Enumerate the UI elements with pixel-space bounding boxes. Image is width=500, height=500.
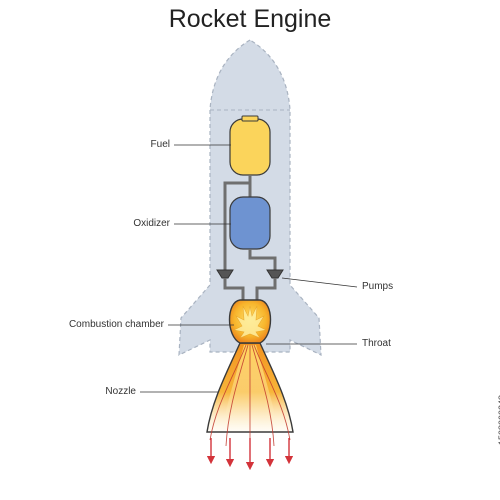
oxidizer-line bbox=[248, 249, 277, 270]
diagram-title: Rocket Engine bbox=[168, 5, 332, 33]
leader-pumps-a bbox=[281, 277, 358, 288]
label-oxidizer: Oxidizer bbox=[133, 218, 170, 229]
feed-lines bbox=[223, 278, 277, 300]
label-fuel: Fuel bbox=[150, 139, 170, 150]
combustion-chamber bbox=[228, 299, 272, 344]
label-pumps: Pumps bbox=[362, 281, 394, 292]
fuel-line bbox=[223, 175, 252, 270]
fuel-tank bbox=[229, 115, 271, 176]
label-nozzle: Nozzle bbox=[105, 386, 136, 397]
label-throat: Throat bbox=[362, 338, 391, 349]
leader-lines bbox=[140, 144, 358, 393]
pumps bbox=[216, 269, 284, 279]
oxidizer-tank bbox=[229, 196, 271, 250]
exhaust-arrows bbox=[206, 438, 294, 471]
label-combustion-chamber: Combustion chamber bbox=[68, 319, 164, 330]
